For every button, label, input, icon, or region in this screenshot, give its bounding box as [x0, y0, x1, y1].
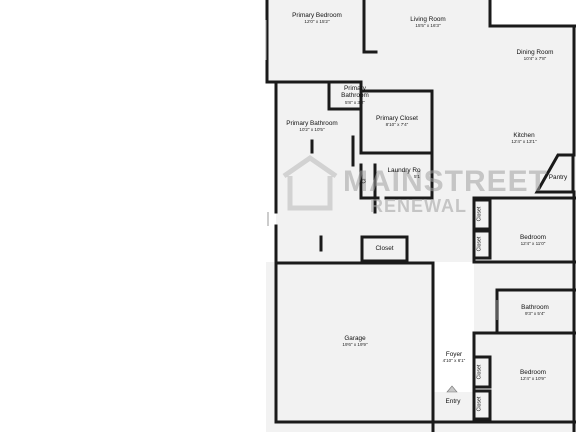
room-name: Closet: [375, 245, 394, 252]
room-name: Kitchen: [513, 132, 535, 139]
room-name: Living Room: [410, 16, 446, 23]
room-name: Primary Bathroom: [286, 120, 338, 127]
room-primary-bathroom-small: Primary Bathroom 5'8" x 3'2": [331, 85, 379, 105]
room-name: Primary Bedroom: [292, 12, 342, 19]
room-bathroom: Bathroom 9'3" x 5'4": [510, 304, 560, 317]
room-dims: 12'0" x 15'2": [304, 19, 330, 25]
room-name: Pantry: [548, 174, 568, 181]
closet-vertical-label: Cl: [361, 178, 368, 184]
room-dims: 5'1: [414, 174, 420, 180]
room-pantry: Pantry: [545, 174, 571, 181]
room-living-room: Living Room 15'5" x 16'3": [390, 16, 466, 29]
room-name: Foyer: [445, 351, 463, 358]
room-primary-bedroom: Primary Bedroom 12'0" x 15'2": [276, 12, 358, 25]
room-garage: Garage 19'6" x 19'9": [320, 335, 390, 348]
room-dims: 9'3" x 5'4": [524, 311, 546, 317]
room-dims: 10'4" x 7'8": [523, 56, 547, 62]
room-name: Bathroom: [521, 304, 549, 311]
room-dims: 12'4" x 13'1": [511, 139, 537, 145]
room-name: Primary Bathroom: [341, 85, 369, 100]
closet-b2a-label: Closet: [476, 364, 483, 380]
room-dims: 12'4" x 11'0": [520, 241, 546, 247]
room-primary-closet: Primary Closet 8'10" x 7'4": [365, 115, 429, 128]
room-dims: 8'10" x 7'4": [385, 122, 409, 128]
room-foyer: Foyer 4'10" x 6'1": [436, 351, 472, 364]
room-name: Bedroom: [520, 369, 546, 376]
room-laundry: Laundry Ro 5'1: [380, 167, 428, 180]
room-name: Garage: [344, 335, 366, 342]
room-dims: 10'2" x 10'5": [299, 127, 325, 133]
room-name: Entry: [445, 398, 461, 405]
windows: [265, 20, 498, 320]
room-kitchen: Kitchen 12'4" x 13'1": [500, 132, 548, 145]
room-name: Primary Closet: [376, 115, 418, 122]
room-closet-hall: Closet: [364, 245, 405, 252]
watermark-line2: RENEWAL: [370, 196, 467, 216]
room-dining-room: Dining Room 10'4" x 7'8": [502, 49, 568, 62]
room-name: Bedroom: [520, 234, 546, 241]
room-dims: 19'6" x 19'9": [342, 342, 368, 348]
entry-arrow-icon: [446, 385, 458, 393]
room-name: Laundry Ro: [387, 167, 421, 174]
watermark-line1: MAINSTREET: [343, 165, 548, 198]
room-dims: 15'5" x 16'3": [415, 23, 441, 29]
room-dims: 12'4" x 10'9": [520, 376, 546, 382]
walls: [265, 0, 576, 432]
room-entry: Entry: [438, 398, 468, 405]
floor-areas: [266, 0, 576, 432]
room-dims: 5'8" x 3'2": [344, 99, 366, 105]
room-bedroom-1: Bedroom 12'4" x 11'0": [506, 234, 560, 247]
closet-b1b-label: Closet: [476, 236, 483, 252]
room-primary-bathroom: Primary Bathroom 10'2" x 10'5": [278, 120, 346, 133]
room-name: Dining Room: [516, 49, 554, 56]
closet-b1a-label: Closet: [476, 206, 483, 222]
room-bedroom-2: Bedroom 12'4" x 10'9": [506, 369, 560, 382]
closet-b2b-label: Closet: [476, 396, 483, 412]
room-dims: 4'10" x 6'1": [442, 358, 466, 364]
